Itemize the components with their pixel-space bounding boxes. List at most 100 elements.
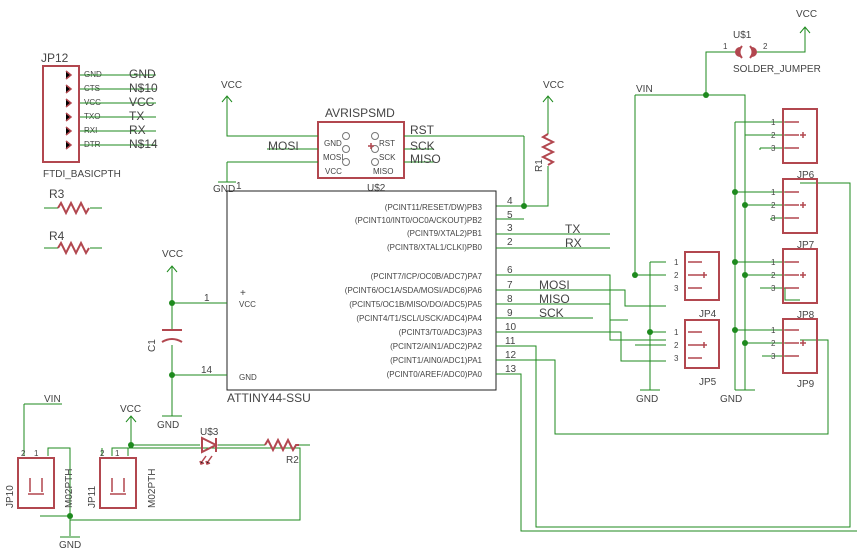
- svg-text:(PCINT4/T1/SCL/USCK/ADC4)PA4: (PCINT4/T1/SCL/USCK/ADC4)PA4: [356, 314, 482, 323]
- r2-resistor: R2: [264, 437, 299, 466]
- svg-text:5: 5: [507, 210, 513, 221]
- r3-resistor: R3: [44, 187, 102, 216]
- c1-ref: C1: [147, 339, 158, 352]
- jp12-footprint: FTDI_BASICPTH: [43, 169, 121, 180]
- svg-text:2: 2: [674, 271, 679, 280]
- jumper-pin1: 1: [723, 42, 728, 51]
- svg-text:1: 1: [771, 118, 776, 127]
- bus-dots: [632, 189, 748, 346]
- bottom-left-circuit: VIN VCC GND: [23, 394, 310, 551]
- jp7-ref: JP7: [797, 240, 815, 251]
- mcu-name: ATTINY44-SSU: [227, 391, 311, 405]
- svg-text:3: 3: [674, 354, 679, 363]
- svg-text:6: 6: [507, 265, 513, 276]
- mcu-vcc-label: VCC: [239, 300, 256, 309]
- svg-text:(PCINT9/XTAL2)PB1: (PCINT9/XTAL2)PB1: [407, 229, 483, 238]
- avrisp-name: AVRISPSMD: [325, 106, 395, 120]
- svg-text:(PCINT0/AREF/ADC0)PA0: (PCINT0/AREF/ADC0)PA0: [387, 370, 483, 379]
- jp12-body: [42, 65, 80, 163]
- svg-text:(PCINT10/INT0/OC0A/CKOUT)PB2: (PCINT10/INT0/OC0A/CKOUT)PB2: [355, 216, 483, 225]
- jp12-net-tx: TX: [129, 109, 144, 123]
- avrisp-net-mosi: MOSI: [268, 139, 299, 153]
- jumper-name: SOLDER_JUMPER: [733, 64, 821, 75]
- vcc-label-r1: VCC: [543, 80, 564, 91]
- jp5-ref: JP5: [699, 377, 717, 388]
- mcu-net-rx: RX: [565, 236, 582, 250]
- vcc-symbol-avr: VCC: [221, 80, 242, 110]
- avrisp-connector: AVRISPSMD GND MOSI VCC RST SCK MISO U$2 …: [213, 106, 524, 195]
- svg-text:1: 1: [115, 449, 120, 458]
- jp10-header: 2 1 JP10 M02PTH: [5, 449, 75, 509]
- vcc-label-jumper: VCC: [796, 9, 817, 20]
- jp12-connector: JP12 GND CTS VCC TXO RXI DTR GND N$10 VC…: [41, 51, 158, 180]
- avrisp-pin-miso: MISO: [373, 167, 393, 176]
- r2-ref: R2: [286, 455, 299, 466]
- svg-text:1: 1: [34, 449, 39, 458]
- r4-resistor: R4: [44, 229, 102, 256]
- jp12-net-n14: N$14: [129, 137, 158, 151]
- svg-text:2: 2: [771, 339, 776, 348]
- jp11-ref: JP11: [87, 486, 98, 508]
- avrisp-pin-rst: RST: [379, 139, 395, 148]
- svg-text:(PCINT6/OC1A/SDA/MOSI/ADC6)PA6: (PCINT6/OC1A/SDA/MOSI/ADC6)PA6: [345, 286, 483, 295]
- svg-text:10: 10: [505, 322, 517, 333]
- avrisp-pin-mosi: MOSI: [323, 153, 343, 162]
- mcu-vcc-pin: 1: [204, 293, 210, 304]
- svg-text:13: 13: [505, 364, 517, 375]
- r1-ref: R1: [534, 159, 545, 172]
- jp5-header: 1 2 3 JP5: [674, 319, 720, 388]
- vin-label-bottom: VIN: [44, 394, 61, 405]
- svg-text:4: 4: [507, 196, 513, 207]
- mcu-net-miso: MISO: [539, 292, 570, 306]
- u3-led: U$3: [199, 427, 219, 465]
- svg-text:3: 3: [771, 284, 776, 293]
- mcu-gnd-label: GND: [239, 373, 257, 382]
- jp12-ref: JP12: [41, 51, 69, 65]
- svg-text:2: 2: [771, 271, 776, 280]
- svg-text:1: 1: [771, 188, 776, 197]
- jp11-header: 2 1 JP11 M02PTH: [87, 449, 158, 509]
- jp8-ref: JP8: [797, 310, 815, 321]
- svg-text:GND: GND: [636, 394, 658, 405]
- svg-text:12: 12: [505, 350, 517, 361]
- avrisp-pin-vcc: VCC: [325, 167, 342, 176]
- avrisp-pin-sck: SCK: [379, 153, 396, 162]
- jp8-header: 1 2 3 JP8: [771, 248, 818, 321]
- svg-text:11: 11: [505, 336, 516, 347]
- jp12-wires: [80, 74, 156, 146]
- svg-text:(PCINT8/XTAL1/CLKI)PB0: (PCINT8/XTAL1/CLKI)PB0: [387, 243, 483, 252]
- jp7-header: 1 2 3 JP7: [771, 178, 818, 251]
- jp12-net-gnd: GND: [129, 67, 156, 81]
- jp10-ref: JP10: [5, 485, 16, 508]
- mcu-net-mosi: MOSI: [539, 278, 570, 292]
- svg-text:2: 2: [21, 449, 26, 458]
- svg-text:3: 3: [771, 352, 776, 361]
- svg-text:3: 3: [674, 284, 679, 293]
- avrisp-gnd-label: GND: [213, 184, 235, 195]
- gnd-label-c1: GND: [157, 420, 179, 431]
- jp9-header: 1 2 3 JP9: [771, 318, 818, 390]
- jp4-ref: JP4: [699, 309, 717, 320]
- vcc-label-c1: VCC: [162, 249, 183, 260]
- mcu-port-labels: (PCINT11/RESET/DW)PB3 (PCINT10/INT0/OC0A…: [345, 203, 483, 379]
- avrisp-net-miso: MISO: [410, 152, 441, 166]
- jp10-fp: M02PTH: [64, 469, 75, 508]
- svg-text:1: 1: [674, 258, 679, 267]
- avrisp-net-sck: SCK: [410, 139, 435, 153]
- avrisp-net-rst: RST: [410, 123, 435, 137]
- svg-text:8: 8: [507, 294, 513, 305]
- jp6-ref: JP6: [797, 170, 815, 181]
- svg-text:2: 2: [771, 131, 776, 140]
- mcu-port-wires: [496, 182, 857, 532]
- svg-text:(PCINT2/AIN1/ADC2)PA2: (PCINT2/AIN1/ADC2)PA2: [390, 342, 482, 351]
- jp12-net-rx: RX: [129, 123, 146, 137]
- attiny44-chip: + VCC GND 1 14 ATTINY44-SSU (PCINT11/RES…: [201, 182, 857, 532]
- svg-text:9: 9: [507, 308, 513, 319]
- vcc-label-jp11: VCC: [120, 404, 141, 415]
- svg-text:(PCINT3/T0/ADC3)PA3: (PCINT3/T0/ADC3)PA3: [399, 328, 483, 337]
- mcu-net-tx: TX: [565, 222, 580, 236]
- vin-label-top: VIN: [636, 84, 653, 95]
- vcc-label-avr: VCC: [221, 80, 242, 91]
- jp12-net-vcc: VCC: [129, 95, 155, 109]
